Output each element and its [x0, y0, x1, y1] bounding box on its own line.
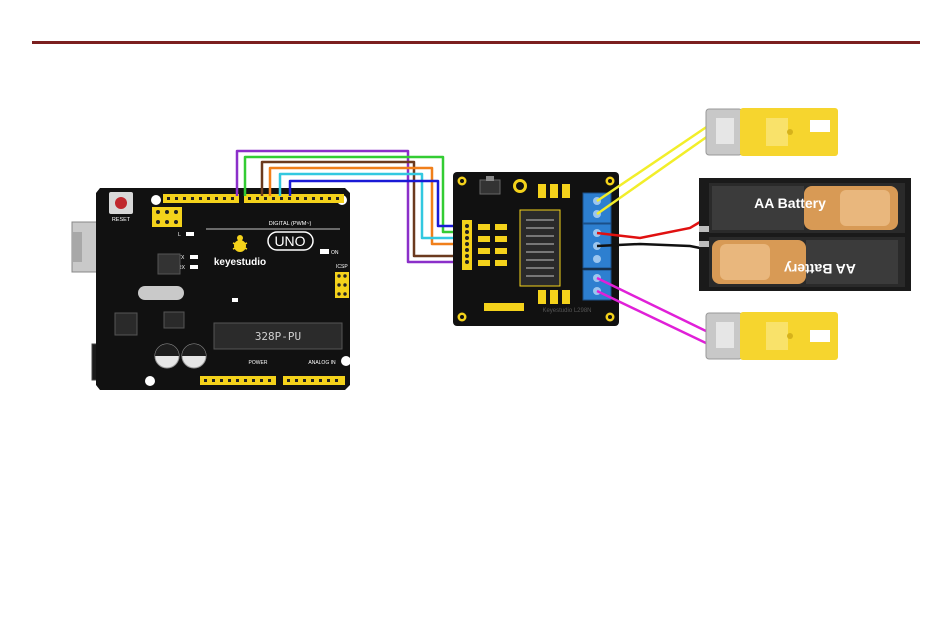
header-pin: [244, 379, 247, 382]
header-pin: [207, 197, 210, 200]
l298n-chip: [520, 210, 560, 286]
usb-chip: [158, 254, 180, 274]
battery-bottom: AA Battery: [712, 240, 898, 284]
motor-bottom: [706, 312, 838, 360]
battery-holder: AA Battery AA Battery: [699, 178, 911, 291]
header-pin: [288, 197, 291, 200]
header-pin: [220, 379, 223, 382]
header-pin: [248, 197, 251, 200]
header-pin: [215, 197, 218, 200]
led-l-label: L: [178, 232, 181, 238]
icsp-header: [335, 272, 349, 298]
analog-label: ANALOG IN: [308, 360, 336, 366]
header-pin: [296, 197, 299, 200]
header-pin: [295, 379, 298, 382]
header-pin: [167, 197, 170, 200]
header-pin: [191, 197, 194, 200]
header-pin: [264, 197, 267, 200]
model-label: UNO: [274, 233, 305, 249]
power-label: POWER: [249, 360, 268, 366]
reset-label: RESET: [112, 217, 131, 223]
header-pin: [319, 379, 322, 382]
arduino-board: RESET DIGITAL (PWM~) L TX RX: [72, 188, 351, 390]
digital-label: DIGITAL (PWM~): [269, 221, 312, 227]
header-pin: [311, 379, 314, 382]
header-pin: [272, 197, 275, 200]
header-pin: [252, 379, 255, 382]
header-pin: [256, 197, 259, 200]
header-pin: [223, 197, 226, 200]
header-pin: [320, 197, 323, 200]
l298n-driver: Keyestudio L298N: [453, 172, 619, 326]
header-pin: [199, 197, 202, 200]
on-label: ON: [331, 250, 339, 256]
header-pin: [304, 197, 307, 200]
icsp-label: ICSP: [336, 264, 348, 270]
driver-label: Keyestudio L298N: [542, 308, 591, 314]
motor-top: [706, 108, 838, 156]
chip-label: 328P-PU: [255, 330, 301, 343]
header-pin: [280, 197, 283, 200]
header-pin: [260, 379, 263, 382]
battery-bottom-label: AA Battery: [784, 261, 856, 277]
header-pin: [175, 197, 178, 200]
battery-top: AA Battery: [712, 186, 898, 230]
header-pin: [236, 379, 239, 382]
brand-label: keyestudio: [214, 257, 266, 268]
crystal: [138, 286, 184, 300]
header-pin: [228, 379, 231, 382]
header-pin: [335, 379, 338, 382]
header-pin: [312, 197, 315, 200]
header-pin: [204, 379, 207, 382]
header-pin: [268, 379, 271, 382]
header-rule: [32, 41, 920, 44]
header-pin: [328, 197, 331, 200]
header-pin: [231, 197, 234, 200]
header-pin: [303, 379, 306, 382]
header-pin: [212, 379, 215, 382]
header-pin: [287, 379, 290, 382]
wire-yellow-1: [597, 126, 708, 201]
header-pin: [327, 379, 330, 382]
header-pin: [183, 197, 186, 200]
battery-top-label: AA Battery: [754, 195, 826, 211]
header-pin: [336, 197, 339, 200]
